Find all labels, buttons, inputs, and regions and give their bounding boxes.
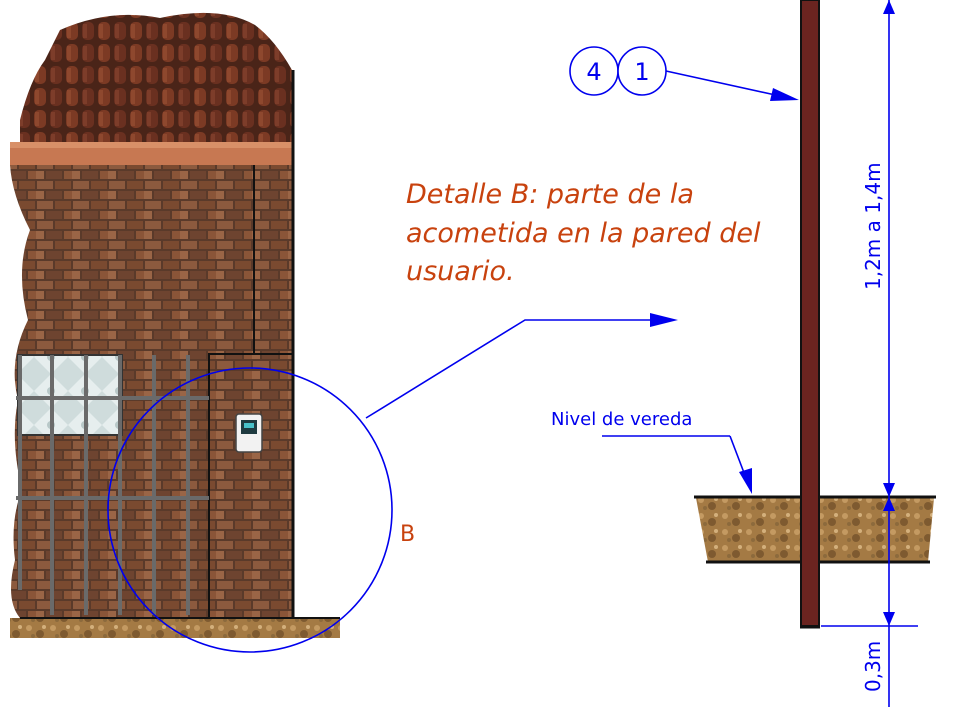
service-conduit-pole	[800, 0, 820, 627]
ground-level-label-group: Nivel de vereda	[551, 409, 752, 494]
detail-circle-label: B	[400, 522, 415, 547]
house-facade	[10, 12, 340, 638]
height-dimension: 1,2m a 1,4m	[861, 0, 895, 497]
brick-wall	[10, 165, 293, 618]
item-balloons: 4 1	[569, 46, 799, 101]
ground-level-label: Nivel de vereda	[551, 409, 692, 430]
detail-title: Detalle B: parte de la acometida en la p…	[406, 179, 761, 287]
balloon-4-label: 4	[586, 58, 601, 86]
detail-leader-arrowhead	[650, 313, 678, 327]
electric-meter-icon	[235, 413, 263, 453]
balloon-leader-arrowhead	[770, 88, 799, 101]
depth-dimension: 0,3m	[821, 497, 918, 707]
detail-leader-line	[365, 319, 660, 419]
window	[17, 354, 123, 436]
detail-circle-b	[107, 367, 393, 653]
ground-level-arrowhead	[739, 468, 752, 494]
wall-base-ground	[10, 618, 340, 638]
detail-title-line-3: usuario.	[406, 256, 515, 287]
roof-tiles	[20, 12, 292, 166]
depth-dimension-label: 0,3m	[861, 641, 885, 692]
detail-title-line-1: Detalle B: parte de la	[406, 179, 694, 210]
window-grille	[16, 355, 209, 615]
height-dimension-label: 1,2m a 1,4m	[861, 162, 885, 290]
detail-title-line-2: acometida en la pared del	[406, 218, 761, 249]
balloon-1-label: 1	[634, 58, 649, 86]
